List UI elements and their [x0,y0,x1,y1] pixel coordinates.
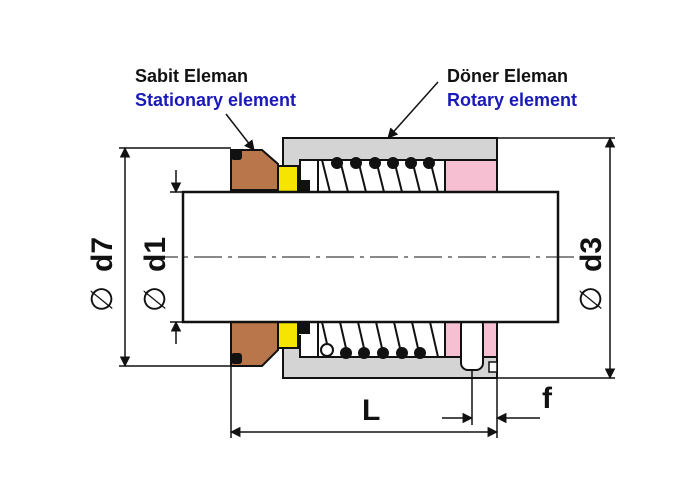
dim-d1-symbol: ∅ [138,286,173,312]
dim-L-label: L [362,394,380,427]
dim-L [229,366,499,438]
dim-d1 [170,170,183,344]
dim-d1-label: d1 [139,237,172,272]
label-rotary-tr: Döner Eleman [447,66,568,86]
label-rotary-en: Rotary element [447,90,577,110]
drive-collar [444,159,498,373]
spring [320,157,439,359]
dim-d7-label: d7 [86,237,119,272]
dim-d3-symbol: ∅ [574,286,609,312]
seat-o-ring-bottom [231,353,242,364]
dim-f-label: f [542,382,553,415]
dim-d3 [497,136,616,380]
set-screw [460,317,484,371]
dim-d7-symbol: ∅ [85,286,120,312]
label-stationary-en: Stationary element [135,90,296,110]
leader-rotary [387,81,439,139]
leader-stationary [225,113,255,151]
dim-f [442,370,540,425]
dim-d3-label: d3 [575,237,608,272]
dim-d7 [119,146,231,368]
stationary-seat [230,149,279,367]
label-stationary-tr: Sabit Eleman [135,66,248,86]
shaft [150,190,575,324]
seat-o-ring-top [231,149,242,160]
